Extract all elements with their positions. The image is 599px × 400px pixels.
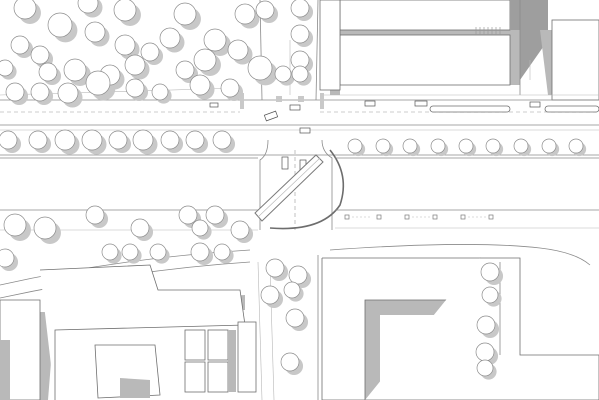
tree-icon	[77, 0, 99, 14]
tree-icon	[227, 39, 249, 61]
tree-icon	[101, 243, 119, 261]
tree-icon	[113, 0, 137, 22]
tree-icon	[28, 130, 48, 150]
tree-icon	[213, 243, 231, 261]
tree-icon	[121, 243, 139, 261]
tree-icon	[30, 82, 50, 102]
tree-icon	[193, 48, 217, 72]
tree-icon	[375, 138, 391, 154]
tree-icon	[38, 62, 58, 82]
cars	[209, 100, 541, 134]
tree-icon	[347, 138, 363, 154]
tree-icon	[212, 130, 232, 150]
tree-icon	[85, 205, 105, 225]
tree-icon	[160, 130, 180, 150]
stair-hatch	[475, 27, 501, 35]
southwest-buildings	[0, 264, 257, 400]
tree-icon	[33, 216, 57, 240]
tree-icon	[230, 220, 250, 240]
tree-icon	[475, 342, 495, 362]
tree-icon	[541, 138, 557, 154]
tree-icon	[283, 281, 301, 299]
southeast-building	[317, 255, 599, 400]
tree-icon	[513, 138, 529, 154]
tree-icon	[189, 74, 211, 96]
tree-icon	[151, 83, 169, 101]
tree-icon	[0, 248, 15, 268]
tree-icon	[485, 138, 501, 154]
tree-icon	[430, 138, 446, 154]
tree-icon	[191, 219, 209, 237]
parking-boxes	[344, 214, 494, 220]
tree-icon	[124, 54, 146, 76]
tree-icon	[291, 65, 309, 83]
northeast-building	[519, 0, 599, 101]
tree-icon	[178, 205, 198, 225]
tree-icon	[57, 82, 79, 104]
tree-icon	[280, 352, 300, 372]
tree-icon	[47, 12, 73, 38]
tree-icon	[132, 129, 154, 151]
tree-icon	[130, 218, 150, 238]
tree-icon	[81, 129, 103, 151]
tree-icon	[63, 58, 87, 82]
oval-plaza	[254, 149, 345, 230]
tree-icon	[125, 78, 145, 98]
tree-icon	[10, 35, 30, 55]
tree-icon	[5, 82, 25, 102]
tree-icon	[140, 42, 160, 62]
tree-icon	[476, 315, 496, 335]
tree-icon	[274, 65, 292, 83]
tree-icon	[205, 205, 225, 225]
tree-icon	[54, 129, 76, 151]
tree-icon	[476, 359, 494, 377]
tree-icon	[288, 265, 308, 285]
tree-icon	[265, 258, 285, 278]
north-building-block	[319, 0, 548, 95]
tree-icon	[3, 213, 27, 237]
tree-icon	[255, 0, 275, 20]
tree-icon	[402, 138, 418, 154]
tree-icon	[290, 24, 310, 44]
tree-icon	[220, 78, 240, 98]
tree-icon	[84, 21, 106, 43]
tree-icon	[185, 130, 205, 150]
tree-icon	[285, 308, 305, 328]
tree-icon	[234, 3, 256, 25]
trees	[0, 0, 587, 380]
tree-icon	[159, 27, 181, 49]
tree-icon	[480, 262, 500, 282]
tree-icon	[173, 2, 197, 26]
tree-icon	[203, 28, 227, 52]
tree-icon	[85, 70, 111, 96]
tree-icon	[458, 138, 474, 154]
tree-icon	[568, 138, 584, 154]
tree-icon	[149, 243, 167, 261]
tree-icon	[260, 285, 280, 305]
cross-street	[240, 0, 333, 230]
tree-icon	[481, 286, 499, 304]
tree-icon	[0, 130, 18, 150]
tree-icon	[108, 130, 128, 150]
tree-icon	[30, 45, 50, 65]
tree-icon	[114, 34, 136, 56]
tree-icon	[247, 55, 273, 81]
tree-icon	[290, 0, 310, 18]
tree-icon	[0, 59, 14, 77]
tree-icon	[190, 242, 210, 262]
tree-icon	[175, 60, 195, 80]
tree-icon	[13, 0, 37, 20]
